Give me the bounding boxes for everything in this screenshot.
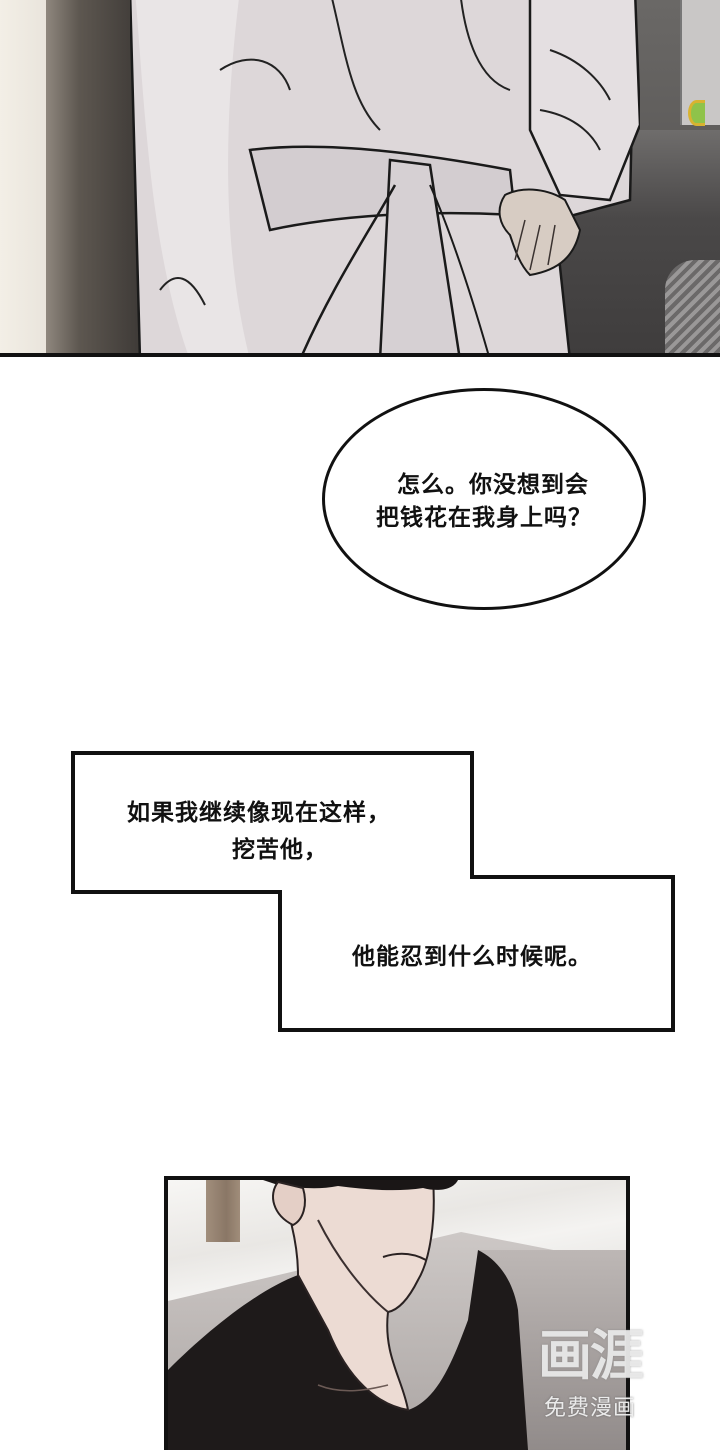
panel-robe-closeup xyxy=(0,0,720,357)
appliance xyxy=(680,0,720,125)
bathrobe-figure xyxy=(129,0,642,353)
speech-bubble: 怎么。你没想到会 把钱花在我身上吗？ xyxy=(322,388,646,610)
speech-line-1: 怎么。你没想到会 xyxy=(397,472,589,498)
gauge-icon xyxy=(688,100,705,126)
narration-upper-line-2: 挖苦他， xyxy=(232,837,328,863)
wall-background xyxy=(0,0,48,353)
wooden-post xyxy=(206,1180,240,1242)
patterned-cloth xyxy=(665,260,720,353)
narration-lower-line-1: 他能忍到什么时候呢。 xyxy=(352,944,592,970)
speech-line-2: 把钱花在我身上吗？ xyxy=(376,505,592,531)
narration-upper-line-1: 如果我继续像现在这样， xyxy=(127,800,391,826)
door-frame xyxy=(46,0,141,353)
speech-bubble-text: 怎么。你没想到会 把钱花在我身上吗？ xyxy=(325,469,643,535)
panel-man-closeup xyxy=(164,1176,630,1450)
man-figure xyxy=(168,1180,626,1450)
